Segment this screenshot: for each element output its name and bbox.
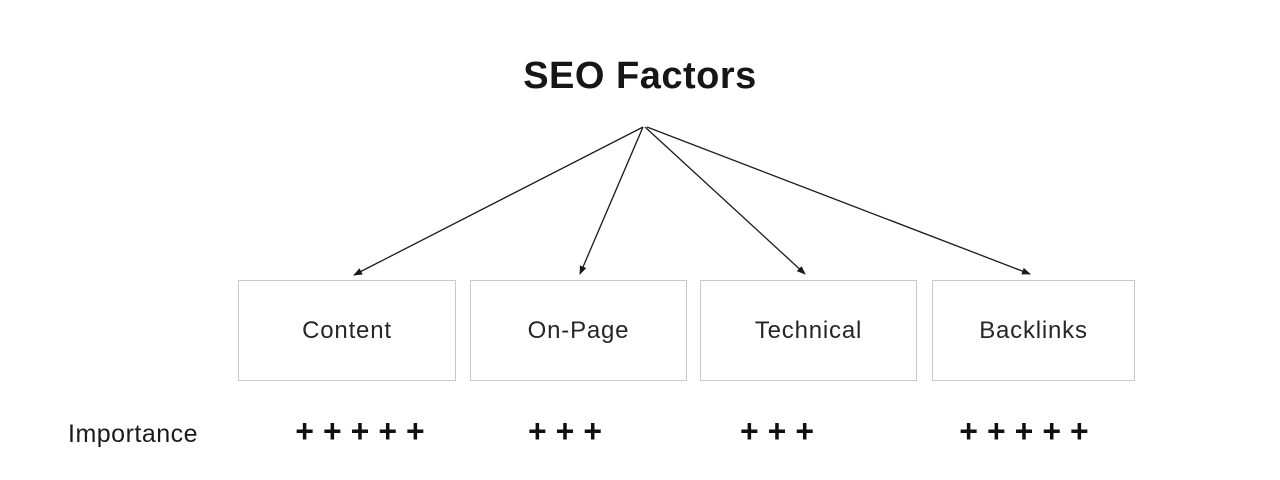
factor-box-onpage: On-Page [470,280,687,381]
factor-label-content: Content [302,316,392,344]
importance-plusses-backlinks: +++++ [959,413,1098,449]
factor-label-technical: Technical [754,316,863,344]
factor-label-onpage: On-Page [527,316,630,344]
page-title: SEO Factors [523,55,757,97]
importance-plusses-content: +++++ [295,413,434,449]
importance-plusses-technical: +++ [739,413,824,449]
importance-plusses-onpage: +++ [527,413,612,449]
factor-label-backlinks: Backlinks [979,316,1088,344]
importance-row-label: Importance [68,420,199,448]
arrow-to-onpage [579,126,644,275]
factor-box-backlinks: Backlinks [932,280,1135,381]
factor-box-content: Content [238,280,456,381]
arrow-to-technical [644,126,806,275]
arrow-to-content [353,126,644,276]
factor-box-technical: Technical [700,280,917,381]
arrow-to-backlinks [646,126,1031,275]
